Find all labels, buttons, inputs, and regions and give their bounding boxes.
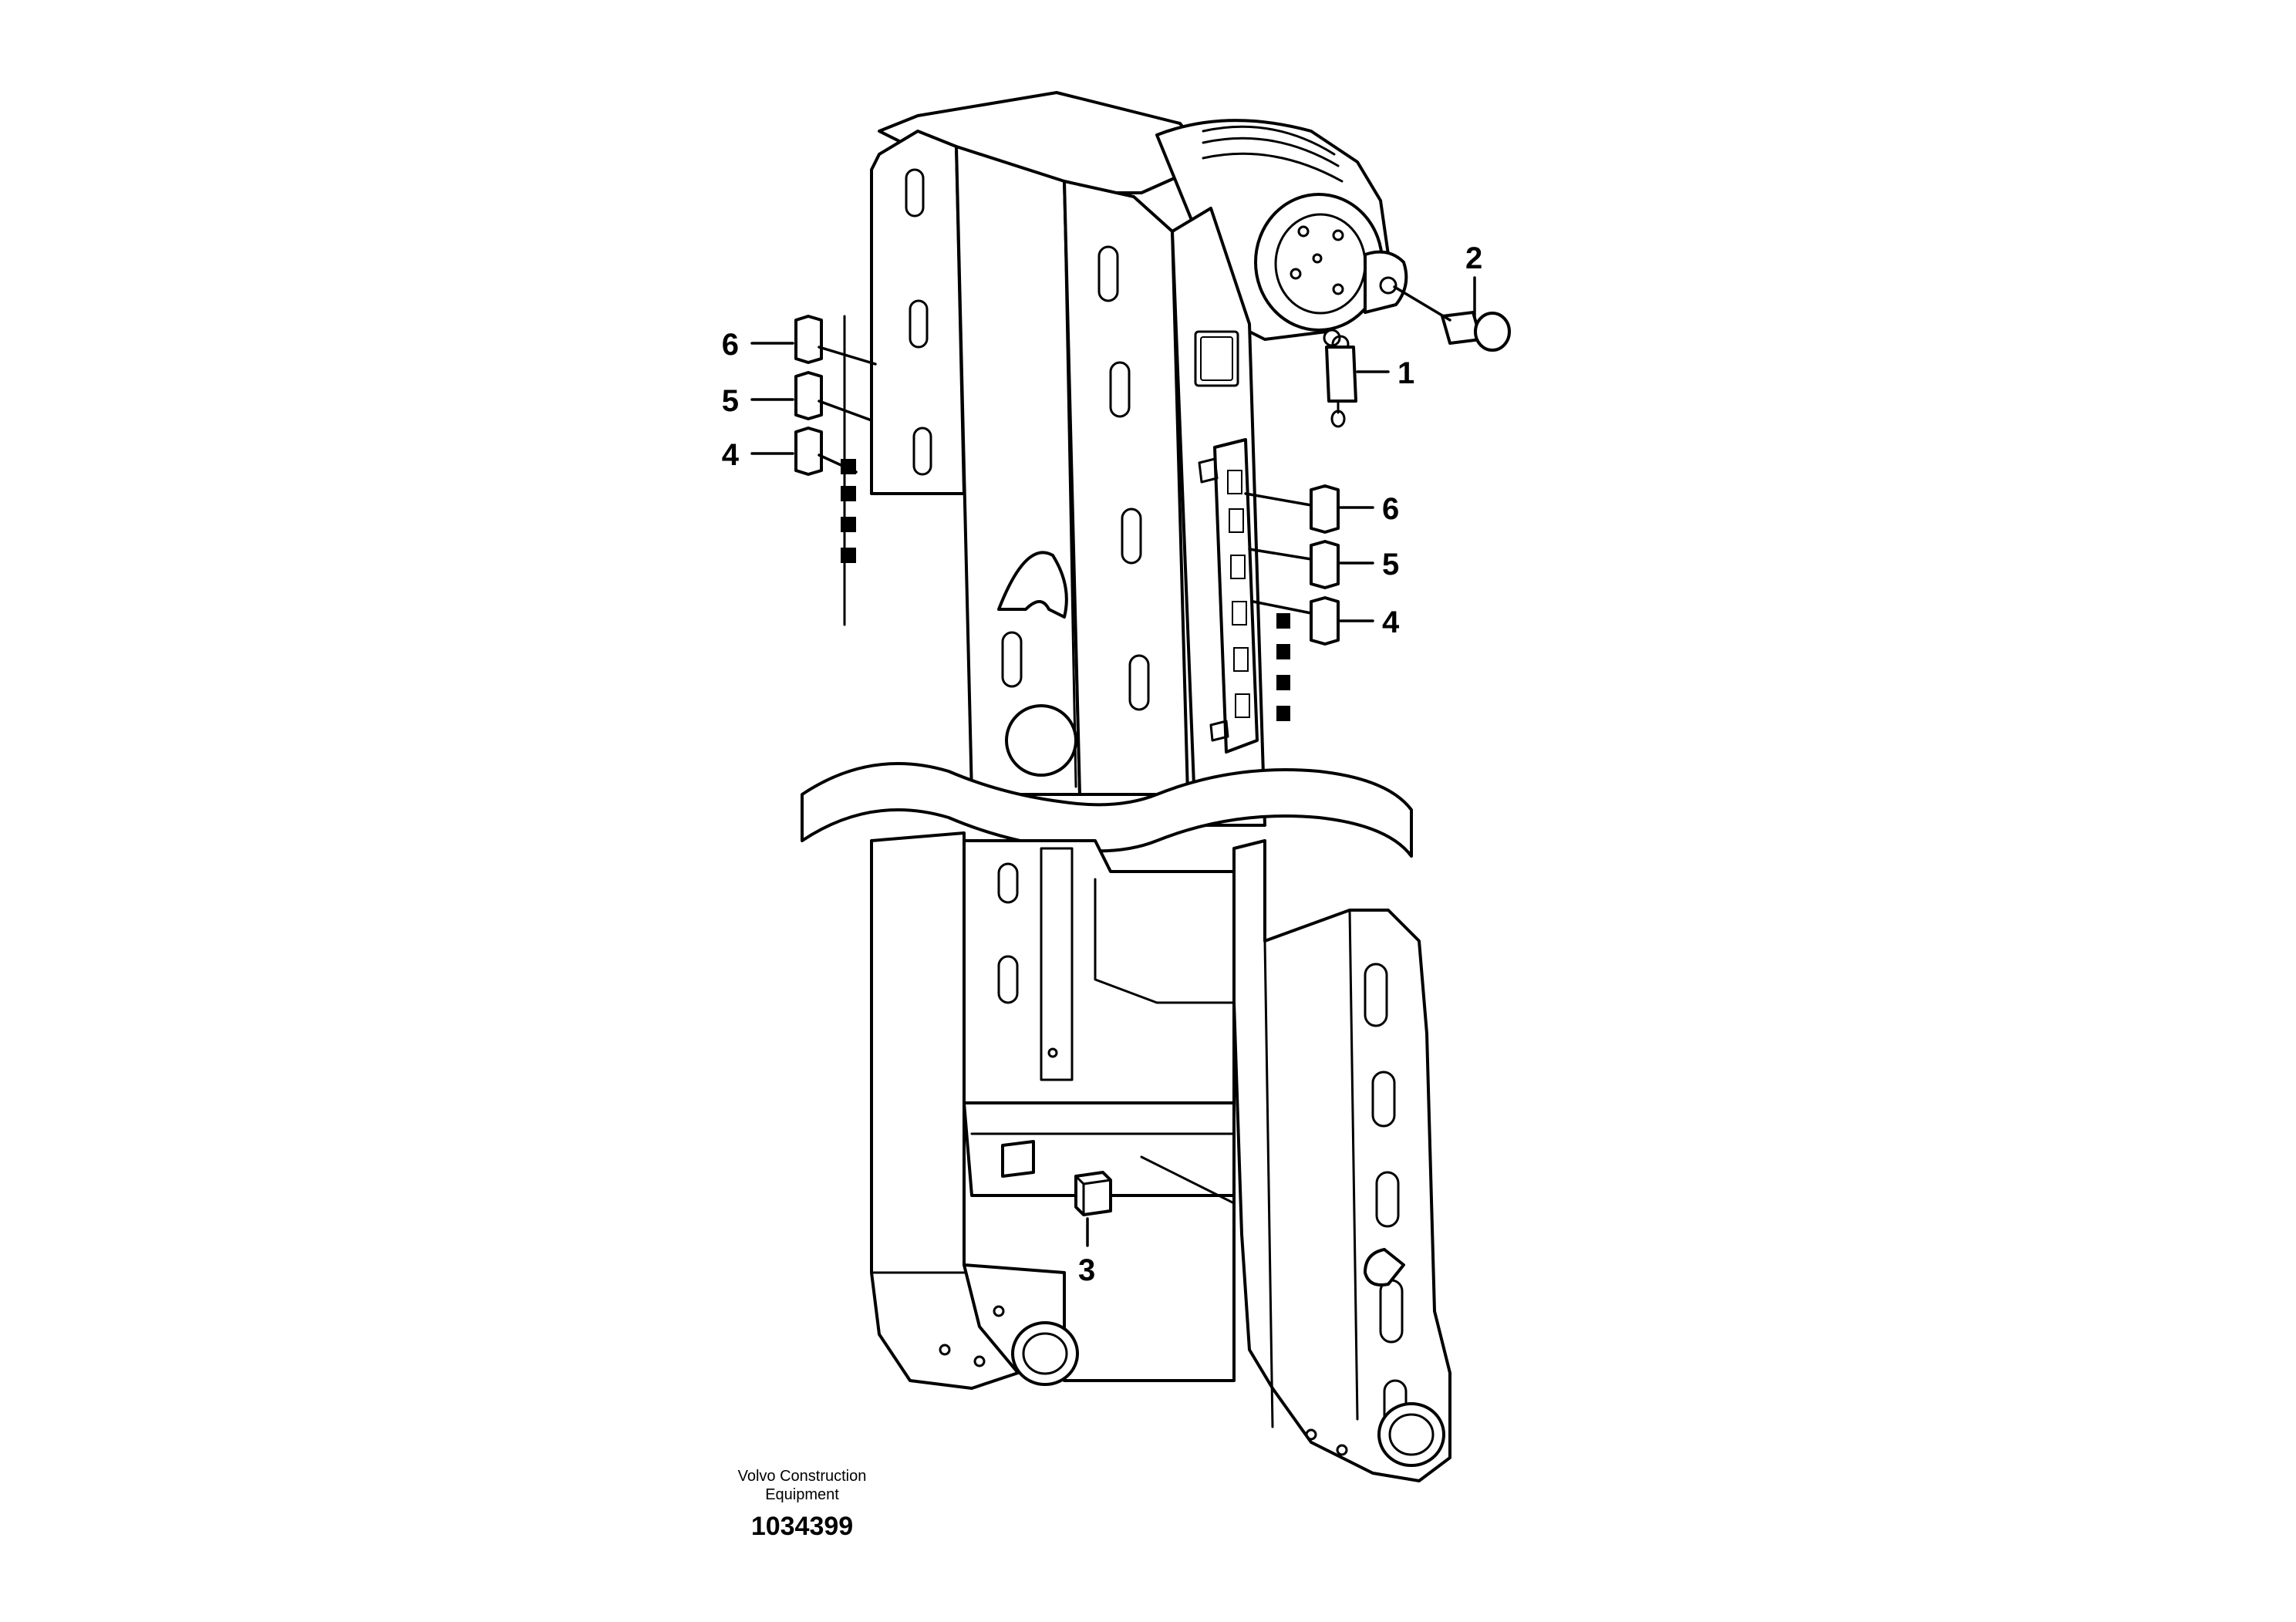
stripe-block	[841, 548, 856, 563]
callout-4-left: 4	[722, 438, 740, 472]
stripe-block	[841, 517, 856, 532]
callout-5-right: 5	[1382, 548, 1399, 582]
footer: Volvo Construction Equipment 1034399	[738, 1468, 867, 1541]
stripe-block	[1276, 706, 1290, 721]
callout-2: 2	[1465, 241, 1482, 275]
callout-5-left: 5	[722, 384, 739, 418]
document-number: 1034399	[751, 1512, 853, 1541]
right-marker-bar	[1198, 438, 1290, 754]
decal-tags-right	[1310, 484, 1340, 646]
leader-lines	[750, 276, 1476, 1247]
part-2-pin	[1441, 311, 1511, 352]
callout-4-right: 4	[1382, 605, 1400, 639]
callout-3: 3	[1078, 1253, 1095, 1287]
company-name-line2: Equipment	[765, 1486, 839, 1503]
boom-upper-section	[870, 91, 1408, 827]
stripe-block	[1276, 675, 1290, 690]
part-3-box	[1001, 1140, 1112, 1216]
stripe-block	[1276, 644, 1290, 659]
break-line	[801, 762, 1413, 858]
decal-tags-left	[794, 315, 823, 476]
callout-6-right: 6	[1382, 492, 1399, 526]
stripe-block	[841, 486, 856, 501]
callout-6-left: 6	[722, 328, 739, 362]
callout-1: 1	[1397, 356, 1414, 390]
callout-labels: 6 5 4 6 5 4 1 2 3	[722, 241, 1483, 1287]
company-name-line1: Volvo Construction	[738, 1468, 867, 1485]
stripe-block	[1276, 613, 1290, 629]
part-1-damper	[1323, 329, 1357, 428]
boom-lower-section	[870, 831, 1451, 1482]
